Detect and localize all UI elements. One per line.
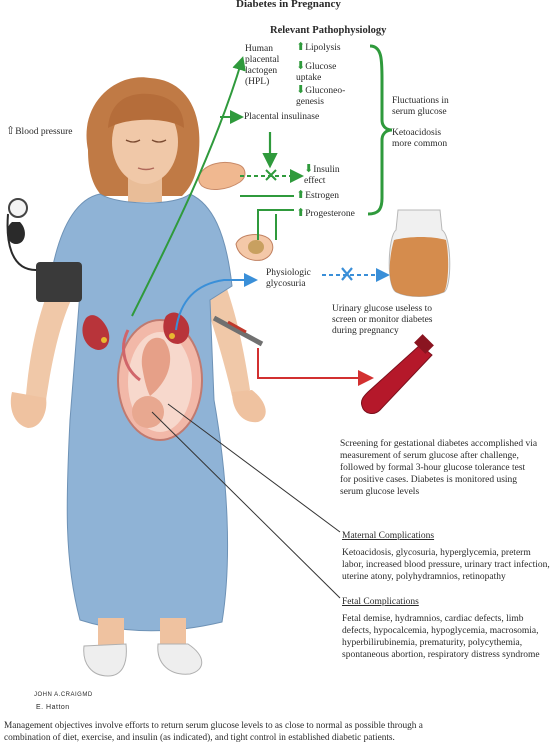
mouth bbox=[137, 167, 155, 171]
maternal-heading: Maternal Complications bbox=[342, 531, 435, 541]
leader-maternal bbox=[167, 403, 341, 533]
fetal-text: Fetal demise, hydramnios, cardiac defect… bbox=[342, 614, 540, 660]
insulinase-label: Placental insulinase bbox=[244, 112, 320, 122]
blue-x bbox=[341, 267, 353, 281]
estrogen-label: ⬆Estrogen bbox=[296, 189, 339, 202]
hpl-label: Human placental lactogen (HPL) bbox=[245, 44, 280, 87]
blood-tube-cap bbox=[414, 334, 434, 354]
lipolysis-label: ⬆Lipolysis bbox=[296, 41, 341, 54]
fetus-head bbox=[132, 396, 164, 428]
down-arrow-icon: ⬇ bbox=[296, 60, 306, 72]
placenta-core bbox=[248, 240, 264, 254]
red-pathway bbox=[257, 348, 374, 386]
screening-text: Screening for gestational diabetes accom… bbox=[340, 439, 538, 497]
bp-gauge bbox=[8, 198, 28, 218]
green-x-insulin bbox=[265, 169, 277, 181]
green-brace bbox=[367, 44, 393, 216]
credit-signature: E. Hatton bbox=[36, 704, 70, 711]
right-adrenal bbox=[169, 333, 175, 339]
up-arrow-icon: ⬆ bbox=[296, 41, 306, 53]
eyes bbox=[125, 139, 167, 143]
down-arrow-icon: ⬇ bbox=[296, 84, 306, 96]
right-leg bbox=[160, 618, 186, 646]
green-pathway-hpl bbox=[131, 56, 246, 317]
progesterone-label: ⬆Progesterone bbox=[296, 207, 355, 220]
blood-pressure-label: ⇧Blood pressure bbox=[6, 125, 73, 138]
pancreas bbox=[198, 161, 246, 190]
blood-tube bbox=[361, 344, 433, 414]
bp-bulb bbox=[7, 222, 25, 244]
glucose-uptake-label: ⬇Glucose uptake bbox=[296, 60, 337, 84]
right-hand bbox=[232, 390, 266, 423]
right-shoe bbox=[157, 643, 203, 675]
up-arrow-outline-icon: ⇧ bbox=[6, 125, 16, 137]
fetal-heading: Fetal Complications bbox=[342, 597, 419, 607]
footer-text: Management objectives involve efforts to… bbox=[4, 721, 423, 743]
urine-fill bbox=[389, 237, 449, 297]
bp-cuff bbox=[36, 262, 82, 302]
insulin-effect-label: ⬇Insulin effect bbox=[304, 163, 340, 187]
left-leg bbox=[98, 618, 124, 646]
fetus-body bbox=[141, 337, 171, 396]
syringe-tip bbox=[227, 320, 247, 334]
up-arrow-icon: ⬆ bbox=[296, 207, 306, 219]
urinary-note: Urinary glucose useless to screen or mon… bbox=[332, 304, 433, 336]
bp-tube bbox=[6, 213, 37, 271]
left-hand bbox=[10, 392, 47, 428]
up-arrow-icon: ⬆ bbox=[296, 189, 306, 201]
umbilical-cord bbox=[122, 329, 141, 382]
ketoacidosis-label: Ketoacidosis more common bbox=[392, 128, 448, 149]
down-arrow-icon: ⬇ bbox=[304, 163, 314, 175]
left-adrenal bbox=[101, 337, 107, 343]
gluconeogenesis-label: ⬇Gluconeo- genesis bbox=[296, 84, 346, 108]
diagram-title: Diabetes in Pregnancy bbox=[236, 0, 341, 10]
diagram-subtitle: Relevant Pathophysiology bbox=[270, 25, 387, 36]
fluctuations-label: Fluctuations in serum glucose bbox=[392, 96, 449, 117]
blue-pathway bbox=[175, 273, 258, 331]
leader-fetal bbox=[151, 411, 341, 599]
glycosuria-label: Physiologic glycosuria bbox=[266, 268, 311, 289]
right-arm bbox=[205, 270, 250, 396]
maternal-text: Ketoacidosis, glycosuria, hyperglycemia,… bbox=[342, 548, 550, 582]
green-to-progesterone bbox=[257, 209, 294, 240]
left-shoe bbox=[83, 643, 127, 677]
bangs bbox=[108, 93, 184, 128]
syringe bbox=[212, 315, 264, 347]
artist-signature: JOHN A.CRAIGMD bbox=[34, 692, 93, 698]
